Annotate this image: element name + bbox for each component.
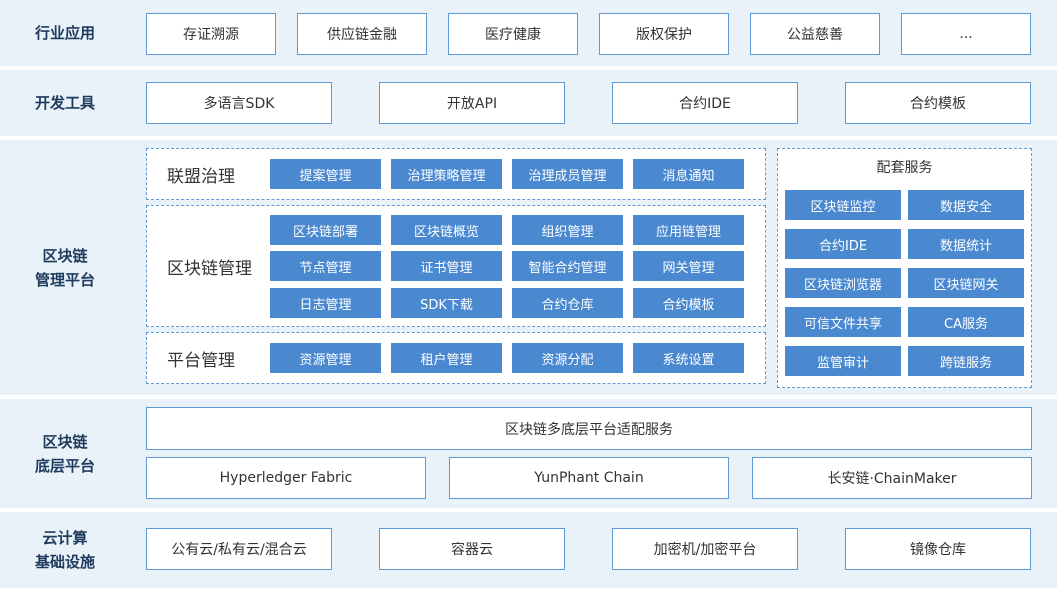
platform-item-allocation: 资源分配: [512, 343, 623, 373]
section-services-title: 配套服务: [876, 160, 933, 176]
service-item-browser: 区块链浏览器: [785, 268, 901, 298]
layer-industry-label: 行业应用: [0, 0, 130, 66]
service-item-data-security: 数据安全: [908, 190, 1024, 220]
chain-item-gateway: 网关管理: [633, 251, 744, 281]
layer-cloud-label: 云计算 基础设施: [0, 512, 130, 588]
cloud-item-image-registry: 镜像仓库: [845, 528, 1031, 570]
section-platform-management: 平台管理 资源管理 租户管理 资源分配 系统设置: [146, 332, 766, 384]
industry-item-more: ...: [901, 13, 1031, 55]
section-alliance-title: 联盟治理: [167, 166, 235, 187]
service-item-statistics: 数据统计: [908, 229, 1024, 259]
layer-industry-label-text: 行业应用: [34, 24, 95, 42]
industry-item-copyright: 版权保护: [599, 13, 729, 55]
layer-devtools: 开发工具 多语言SDK 开放API 合约IDE 合约模板: [0, 70, 1057, 136]
layer-platform-label-line1: 区块链: [42, 246, 88, 265]
chain-item-deploy: 区块链部署: [270, 215, 381, 245]
base-adapter-service: 区块链多底层平台适配服务: [146, 407, 1032, 450]
chain-item-nodes: 节点管理: [270, 251, 381, 281]
service-item-cross-chain: 跨链服务: [908, 346, 1024, 376]
chain-item-contract-repo: 合约仓库: [512, 288, 623, 318]
chain-item-contract-template: 合约模板: [633, 288, 744, 318]
section-chain-mgmt-title: 区块链管理: [167, 258, 252, 279]
layer-base-label: 区块链 底层平台: [0, 399, 130, 508]
industry-item-traceability: 存证溯源: [146, 13, 276, 55]
layer-cloud-label-line2: 基础设施: [34, 553, 95, 571]
industry-item-supply-chain-finance: 供应链金融: [297, 13, 427, 55]
platform-item-settings: 系统设置: [633, 343, 744, 373]
layer-cloud-label-line1: 云计算: [42, 529, 88, 547]
chain-item-contracts: 智能合约管理: [512, 251, 623, 281]
service-item-contract-ide: 合约IDE: [785, 229, 901, 259]
layer-platform: 区块链 管理平台 联盟治理 提案管理 治理策略管理 治理成员管理 消息通知 区块…: [0, 140, 1057, 395]
industry-item-charity: 公益慈善: [750, 13, 880, 55]
devtools-item-api: 开放API: [379, 82, 565, 124]
layer-platform-label: 区块链 管理平台: [0, 140, 130, 395]
chain-item-overview: 区块链概览: [391, 215, 502, 245]
layer-industry: 行业应用 存证溯源 供应链金融 医疗健康 版权保护 公益慈善 ...: [0, 0, 1057, 66]
service-item-gateway: 区块链网关: [908, 268, 1024, 298]
cloud-item-hybrid: 公有云/私有云/混合云: [146, 528, 332, 570]
alliance-item-proposal: 提案管理: [270, 159, 381, 189]
alliance-item-policy: 治理策略管理: [391, 159, 502, 189]
base-chain-yunphant: YunPhant Chain: [449, 457, 729, 499]
layer-devtools-label: 开发工具: [0, 70, 130, 136]
devtools-item-contract-template: 合约模板: [845, 82, 1031, 124]
chain-item-logs: 日志管理: [270, 288, 381, 318]
platform-item-tenants: 租户管理: [391, 343, 502, 373]
section-platform-mgmt-title: 平台管理: [167, 350, 235, 371]
cloud-item-container: 容器云: [379, 528, 565, 570]
cloud-item-encryption: 加密机/加密平台: [612, 528, 798, 570]
service-item-monitoring: 区块链监控: [785, 190, 901, 220]
section-alliance-governance: 联盟治理 提案管理 治理策略管理 治理成员管理 消息通知: [146, 148, 766, 200]
layer-base: 区块链 底层平台 区块链多底层平台适配服务 Hyperledger Fabric…: [0, 399, 1057, 508]
platform-item-resources: 资源管理: [270, 343, 381, 373]
base-chain-chainmaker: 长安链·ChainMaker: [752, 457, 1032, 499]
section-supporting-services: 配套服务 区块链监控 数据安全 合约IDE 数据统计 区块链浏览器 区块链网关 …: [777, 148, 1032, 388]
chain-item-appchain: 应用链管理: [633, 215, 744, 245]
base-chain-hyperledger: Hyperledger Fabric: [146, 457, 426, 499]
layer-platform-label-line2: 管理平台: [34, 270, 95, 289]
chain-item-org: 组织管理: [512, 215, 623, 245]
service-item-audit: 监管审计: [785, 346, 901, 376]
layer-base-label-line2: 底层平台: [34, 456, 95, 475]
chain-item-sdk-download: SDK下载: [391, 288, 502, 318]
service-item-file-share: 可信文件共享: [785, 307, 901, 337]
section-chain-management: 区块链管理 区块链部署 区块链概览 组织管理 应用链管理 节点管理 证书管理 智…: [146, 205, 766, 327]
layer-devtools-label-text: 开发工具: [34, 94, 95, 112]
service-item-ca: CA服务: [908, 307, 1024, 337]
devtools-item-sdk: 多语言SDK: [146, 82, 332, 124]
alliance-item-notifications: 消息通知: [633, 159, 744, 189]
alliance-item-members: 治理成员管理: [512, 159, 623, 189]
layer-cloud: 云计算 基础设施 公有云/私有云/混合云 容器云 加密机/加密平台 镜像仓库: [0, 512, 1057, 588]
devtools-item-contract-ide: 合约IDE: [612, 82, 798, 124]
industry-item-healthcare: 医疗健康: [448, 13, 578, 55]
chain-item-certs: 证书管理: [391, 251, 502, 281]
layer-base-label-line1: 区块链: [42, 432, 88, 451]
